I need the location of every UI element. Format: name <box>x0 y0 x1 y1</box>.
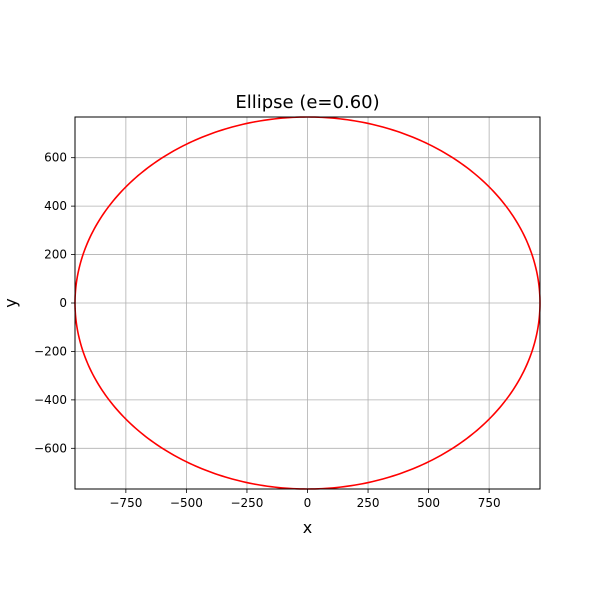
y-tick-label: −400 <box>34 393 67 407</box>
x-tick-label: −250 <box>230 496 263 510</box>
x-tick-label: 0 <box>304 496 312 510</box>
y-tick-label: 0 <box>59 296 67 310</box>
chart-title: Ellipse (e=0.60) <box>235 92 379 113</box>
y-tick-label: 600 <box>44 151 67 165</box>
y-axis-title: y <box>1 298 20 307</box>
x-tick-label: 750 <box>478 496 501 510</box>
x-tick-label: 250 <box>357 496 380 510</box>
ticks: −750 −500 −250 0 250 500 750 −600 −400 −200 0 200 40… <box>34 151 501 510</box>
x-tick-label: 500 <box>417 496 440 510</box>
x-tick-label: −500 <box>170 496 203 510</box>
y-tick-label: −200 <box>34 344 67 358</box>
y-tick-label: 400 <box>44 199 67 213</box>
x-axis-title: x <box>303 518 312 537</box>
y-tick-label: 200 <box>44 248 67 262</box>
grid <box>75 117 540 489</box>
x-tick-label: −750 <box>109 496 142 510</box>
y-tick-label: −600 <box>34 441 67 455</box>
